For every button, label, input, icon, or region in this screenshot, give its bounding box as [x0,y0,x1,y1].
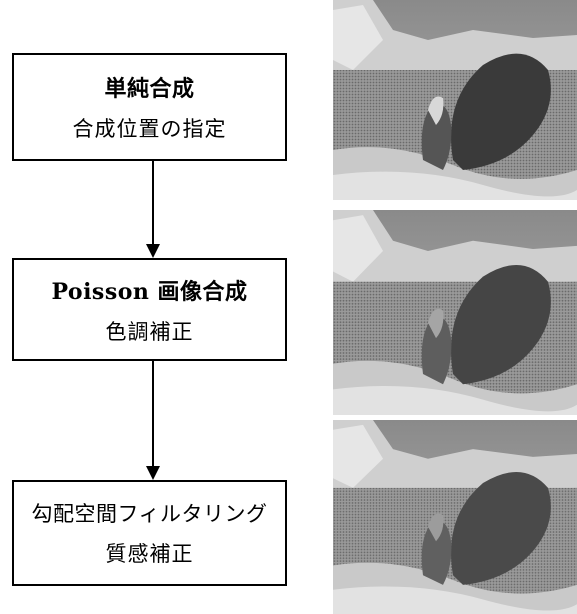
arrow-1-to-2 [146,161,160,258]
arrow-2-to-3 [146,361,160,480]
result-image-simple-composite [333,0,577,200]
step-box-poisson-composite: Poisson 画像合成 色調補正 [12,258,287,361]
step-title: Poisson 画像合成 [51,278,248,305]
step-subtitle: 合成位置の指定 [72,117,227,141]
step-box-simple-composite: 単純合成 合成位置の指定 [12,53,287,161]
step-subtitle: 質感補正 [105,542,194,566]
step-box-gradient-filtering: 勾配空間フィルタリング 質感補正 [12,480,287,586]
result-image-gradient-filtering [333,420,577,614]
step-title: 勾配空間フィルタリング [31,502,268,526]
step-subtitle: 色調補正 [105,319,194,344]
result-image-poisson-composite [333,210,577,415]
step-title: 単純合成 [104,76,195,102]
